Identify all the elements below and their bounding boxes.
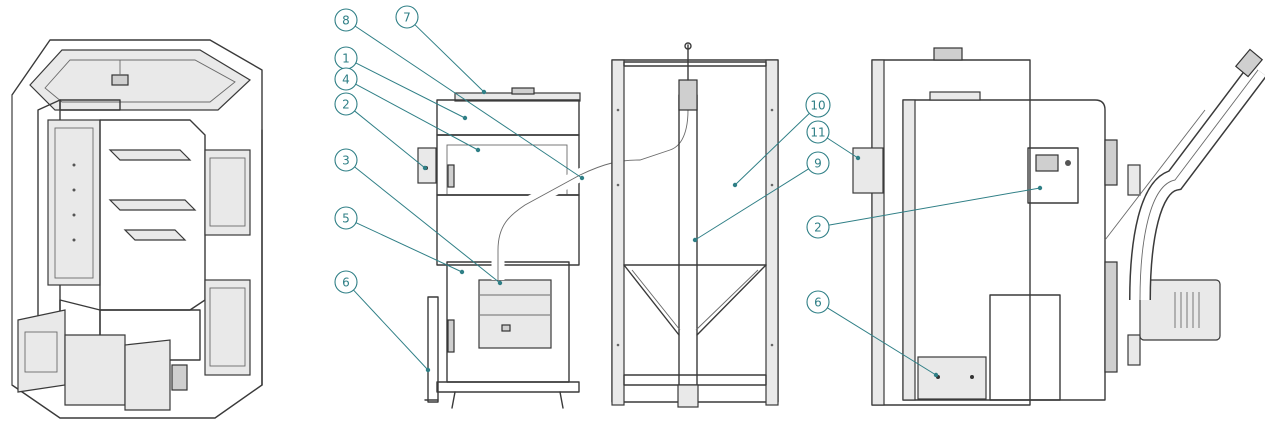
callout-number: 10 [810, 99, 825, 113]
callout-leader-line [354, 110, 426, 169]
callout-bubble [334, 92, 358, 116]
front-view [417, 59, 695, 409]
callout-c1: 1 [334, 46, 468, 121]
callout-leader-line [355, 62, 466, 119]
callout-number: 5 [342, 212, 350, 226]
callout-bubble [806, 151, 830, 175]
callout-number: 9 [814, 157, 822, 171]
callout-c10: 10 [732, 92, 831, 188]
callout-c8: 8 [334, 8, 585, 181]
callout-bubble [334, 270, 358, 294]
hopper-view [611, 42, 779, 408]
callout-leader-line [354, 25, 583, 179]
callout-leader-line [828, 187, 1041, 226]
callout-leader-line [355, 222, 463, 273]
callout-bubble [806, 290, 830, 314]
isometric-cutaway-view [11, 39, 263, 419]
callout-number: 2 [342, 98, 350, 112]
callout-target-dot [933, 372, 939, 378]
callout-c11: 11 [806, 120, 861, 161]
callout-target-dot [732, 182, 738, 188]
callout-bubble [806, 120, 830, 144]
callout-target-dot [497, 280, 503, 286]
callout-number: 1 [342, 52, 350, 66]
rear-view [852, 47, 1265, 406]
callout-target-dot [459, 269, 465, 275]
callout-target-dot [855, 155, 861, 161]
callout-number: 4 [342, 73, 350, 87]
callout-bubble [334, 206, 358, 230]
callout-bubble [395, 5, 419, 29]
callout-number: 8 [342, 14, 350, 28]
callout-bubble [334, 8, 358, 32]
callout-leader-line [354, 166, 501, 284]
callout-leader-line [353, 289, 429, 371]
callout-c7: 7 [395, 5, 487, 95]
callout-number: 6 [342, 276, 350, 290]
callout-bubble [334, 67, 358, 91]
callout-c3: 3 [334, 148, 503, 286]
callout-number: 11 [810, 126, 825, 140]
callout-leader-line [827, 307, 937, 376]
callout-leader-line [826, 137, 859, 159]
callout-c2b: 2 [806, 185, 1043, 239]
callout-target-dot [475, 147, 481, 153]
callout-bubble [805, 92, 831, 118]
callout-number: 2 [814, 221, 822, 235]
callout-target-dot [692, 237, 698, 243]
callout-number: 6 [814, 296, 822, 310]
callout-leader-line [734, 112, 810, 186]
callout-target-dot [579, 175, 585, 181]
callout-c9: 9 [692, 151, 830, 243]
callout-target-dot [425, 367, 431, 373]
callout-number: 3 [342, 154, 350, 168]
callout-number: 7 [403, 11, 411, 25]
callout-c6b: 6 [806, 290, 939, 378]
callout-leader-line [414, 24, 485, 93]
callout-target-dot [481, 89, 487, 95]
callout-bubble [806, 215, 830, 239]
callout-c6a: 6 [334, 270, 431, 373]
callout-target-dot [462, 115, 468, 121]
callout-leader-line [355, 83, 479, 151]
callout-c2a: 2 [334, 92, 428, 171]
callout-c5: 5 [334, 206, 465, 275]
callout-layer: 7 8 1 4 2 3 5 6 10 9 11 2 6 [334, 5, 1043, 378]
callout-c4: 4 [334, 67, 481, 153]
callout-bubble [334, 148, 358, 172]
callout-target-dot [1037, 185, 1043, 191]
callout-target-dot [422, 165, 428, 171]
callout-leader-line [694, 168, 809, 241]
